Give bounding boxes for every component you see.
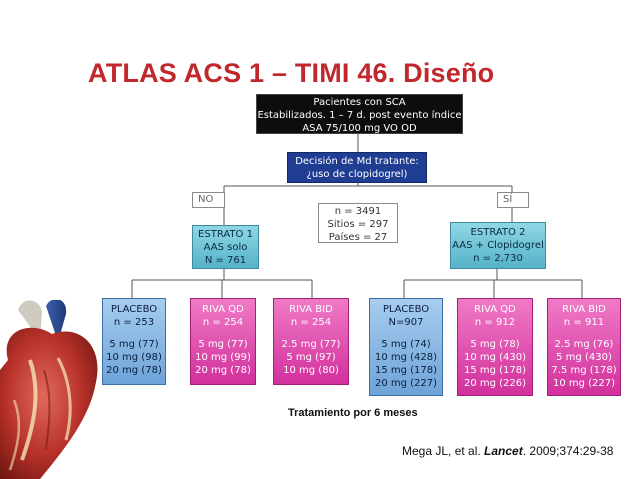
arm-n: n = 253 [113, 317, 155, 328]
arm-doses: 2.5 mg (76) 5 mg (430) 7.5 mg (178) 10 m… [548, 338, 620, 390]
si-label: SÍ [497, 192, 529, 208]
citation-ref: . 2009;374:29-38 [522, 444, 614, 458]
dose-row: 5 mg (430) [556, 352, 612, 363]
arm-n: n = 912 [474, 317, 516, 328]
arm-riva-qd-stratum-1: RIVA QD n = 254 5 mg (77) 10 mg (99) 20 … [190, 298, 256, 385]
dose-row: 5 mg (74) [381, 339, 431, 350]
arm-name: RIVA QD [202, 304, 244, 315]
arm-n: n = 911 [563, 317, 605, 328]
arm-placebo-stratum-2: PLACEBO N=907 5 mg (74) 10 mg (428) 15 m… [369, 298, 443, 396]
citation: Mega JL, et al. Lancet. 2009;374:29-38 [402, 444, 613, 458]
dose-row: 10 mg (227) [552, 378, 616, 389]
patients-line1: Pacientes con SCA [313, 97, 406, 108]
dose-row: 10 mg (428) [374, 352, 438, 363]
citation-journal: Lancet [484, 444, 523, 458]
arm-riva-bid-stratum-2: RIVA BID n = 911 2.5 mg (76) 5 mg (430) … [547, 298, 621, 396]
stats-line1: n = 3491 [334, 206, 382, 217]
patients-line3: ASA 75/100 mg VO OD [302, 123, 417, 134]
dose-row: 20 mg (227) [374, 378, 438, 389]
arm-doses: 2.5 mg (77) 5 mg (97) 10 mg (80) [274, 338, 348, 377]
citation-authors: Mega JL, et al. [402, 444, 485, 458]
arm-placebo-stratum-1: PLACEBO n = 253 5 mg (77) 10 mg (98) 20 … [102, 298, 166, 385]
arm-doses: 5 mg (77) 10 mg (99) 20 mg (78) [191, 338, 255, 377]
stratum-2-box: ESTRATO 2 AAS + Clopidogrel n = 2,730 [450, 222, 546, 269]
dose-row: 20 mg (78) [195, 365, 251, 376]
arm-name: PLACEBO [382, 304, 430, 315]
stratum-1-line3: N = 761 [204, 255, 247, 266]
no-label: NO [192, 192, 225, 208]
arm-doses: 5 mg (78) 10 mg (430) 15 mg (178) 20 mg … [458, 338, 532, 390]
dose-row: 2.5 mg (76) [554, 339, 614, 350]
decision-line1: Decisión de Md tratante: [295, 156, 419, 167]
dose-row: 20 mg (78) [106, 365, 162, 376]
dose-row: 10 mg (80) [283, 365, 339, 376]
arm-doses: 5 mg (77) 10 mg (98) 20 mg (78) [103, 338, 165, 377]
stats-line2: Sitios = 297 [327, 219, 389, 230]
stratum-2-line1: ESTRATO 2 [470, 227, 526, 238]
dose-row: 15 mg (178) [463, 365, 527, 376]
dose-row: 20 mg (226) [463, 378, 527, 389]
arm-doses: 5 mg (74) 10 mg (428) 15 mg (178) 20 mg … [370, 338, 442, 390]
dose-row: 5 mg (97) [286, 352, 336, 363]
dose-row: 5 mg (78) [470, 339, 520, 350]
stats-line3: Países = 27 [328, 232, 388, 243]
arm-name: RIVA BID [289, 304, 333, 315]
arm-name: RIVA BID [562, 304, 606, 315]
dose-row: 10 mg (430) [463, 352, 527, 363]
stratum-1-line1: ESTRATO 1 [198, 229, 253, 240]
stratum-2-line2: AAS + Clopidogrel [452, 240, 544, 251]
dose-row: 7.5 mg (178) [551, 365, 617, 376]
dose-row: 10 mg (98) [106, 352, 162, 363]
arm-n: n = 254 [290, 317, 332, 328]
decision-line2: ¿uso de clopidogrel) [306, 169, 408, 180]
dose-row: 5 mg (77) [109, 339, 159, 350]
patients-line2: Estabilizados. 1 – 7 d. post evento índi… [257, 110, 462, 121]
stats-box: n = 3491 Sitios = 297 Países = 27 [318, 203, 398, 243]
arm-name: PLACEBO [110, 304, 158, 315]
stratum-1-line2: AAS solo [203, 242, 248, 253]
dose-row: 5 mg (77) [198, 339, 248, 350]
slide-title: ATLAS ACS 1 – TIMI 46. Diseño [88, 58, 495, 88]
arm-n: N=907 [388, 317, 424, 328]
patients-box: Pacientes con SCA Estabilizados. 1 – 7 d… [256, 94, 463, 134]
arm-name: RIVA QD [474, 304, 516, 315]
heart-illustration [0, 300, 98, 479]
stratum-2-line3: n = 2,730 [473, 253, 523, 264]
dose-row: 2.5 mg (77) [281, 339, 341, 350]
dose-row: 15 mg (178) [374, 365, 438, 376]
dose-row: 10 mg (99) [195, 352, 251, 363]
decision-box: Decisión de Md tratante: ¿uso de clopido… [287, 152, 427, 183]
arm-n: n = 254 [202, 317, 244, 328]
treatment-duration-note: Tratamiento por 6 meses [288, 407, 418, 419]
arm-riva-bid-stratum-1: RIVA BID n = 254 2.5 mg (77) 5 mg (97) 1… [273, 298, 349, 385]
arm-riva-qd-stratum-2: RIVA QD n = 912 5 mg (78) 10 mg (430) 15… [457, 298, 533, 396]
stratum-1-box: ESTRATO 1 AAS solo N = 761 [192, 225, 259, 269]
